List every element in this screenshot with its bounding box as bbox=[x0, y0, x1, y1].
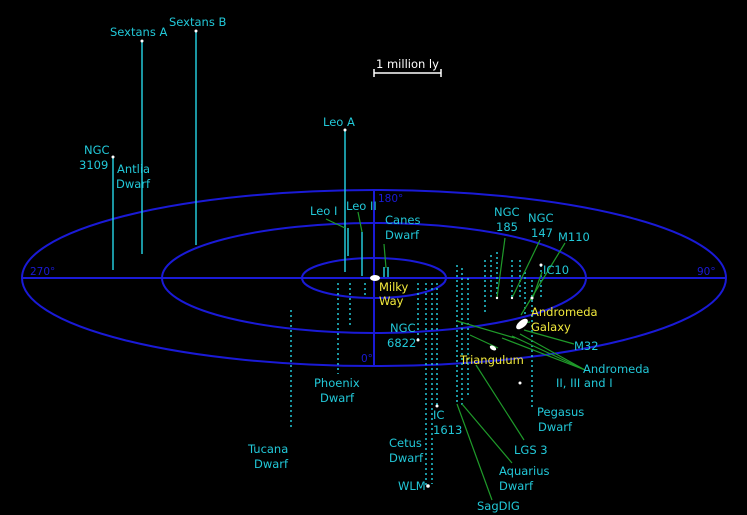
andromeda-satellites-label: Andromeda II, III and I bbox=[556, 362, 653, 390]
sextans-b-label: Sextans B bbox=[169, 15, 226, 29]
triangulum-marker bbox=[489, 345, 497, 351]
ic1613-label: IC 1613 bbox=[433, 408, 462, 437]
sextans-a-label: Sextans A bbox=[110, 25, 167, 39]
angle-90-label: 90° bbox=[697, 266, 716, 278]
antlia-dwarf-label: Antlia Dwarf bbox=[116, 162, 154, 191]
leo-i-label: Leo I bbox=[310, 204, 337, 218]
m110-label: M110 bbox=[558, 230, 590, 244]
leo-ii-label: Leo II bbox=[346, 199, 377, 213]
solid-stems bbox=[112, 31, 389, 277]
galaxy-labels: Sextans A Sextans B NGC 3109 Antlia Dwar… bbox=[79, 15, 653, 513]
ic10-label: IC10 bbox=[543, 263, 569, 277]
ngc3109-label: NGC 3109 bbox=[79, 143, 113, 172]
triangulum-label: Triangulum bbox=[459, 353, 524, 367]
angle-270-label: 270° bbox=[30, 266, 55, 278]
ngc185-label: NGC 185 bbox=[494, 205, 523, 234]
angle-labels: 180° 270° 90° 0° bbox=[30, 193, 716, 365]
lgs3-label: LGS 3 bbox=[514, 443, 548, 457]
major-galaxy-labels: Milky Way Andromeda Galaxy Triangulum bbox=[379, 280, 601, 367]
sagdig-label: SagDIG bbox=[477, 499, 520, 513]
andromeda-marker bbox=[516, 318, 528, 330]
milky-way-marker bbox=[370, 275, 380, 281]
ngc6822-label: NGC 6822 bbox=[387, 321, 419, 350]
tucana-dwarf-label: Tucana Dwarf bbox=[247, 442, 292, 471]
connector-lines bbox=[325, 211, 586, 501]
angle-0-label: 0° bbox=[361, 353, 373, 365]
m32-label: M32 bbox=[574, 339, 599, 353]
canes-dwarf-label: Canes Dwarf bbox=[385, 213, 424, 242]
scale-bar bbox=[373, 69, 442, 77]
milky-way-label: Milky Way bbox=[379, 280, 412, 308]
wlm-label: WLM bbox=[398, 479, 426, 493]
cetus-dwarf-label: Cetus Dwarf bbox=[389, 436, 426, 465]
leo-a-label: Leo A bbox=[323, 115, 355, 129]
pegasus-dwarf-label: Pegasus Dwarf bbox=[537, 405, 588, 434]
dotted-stems bbox=[290, 252, 542, 488]
andromeda-galaxy-label: Andromeda Galaxy bbox=[531, 305, 601, 334]
angle-180-label: 180° bbox=[378, 193, 403, 205]
aquarius-dwarf-label: Aquarius Dwarf bbox=[499, 464, 553, 493]
ngc147-label: NGC 147 bbox=[528, 211, 557, 240]
galaxy-markers bbox=[111, 29, 543, 488]
scale-bar-label: 1 million ly bbox=[376, 57, 439, 71]
phoenix-dwarf-label: Phoenix Dwarf bbox=[314, 376, 363, 405]
